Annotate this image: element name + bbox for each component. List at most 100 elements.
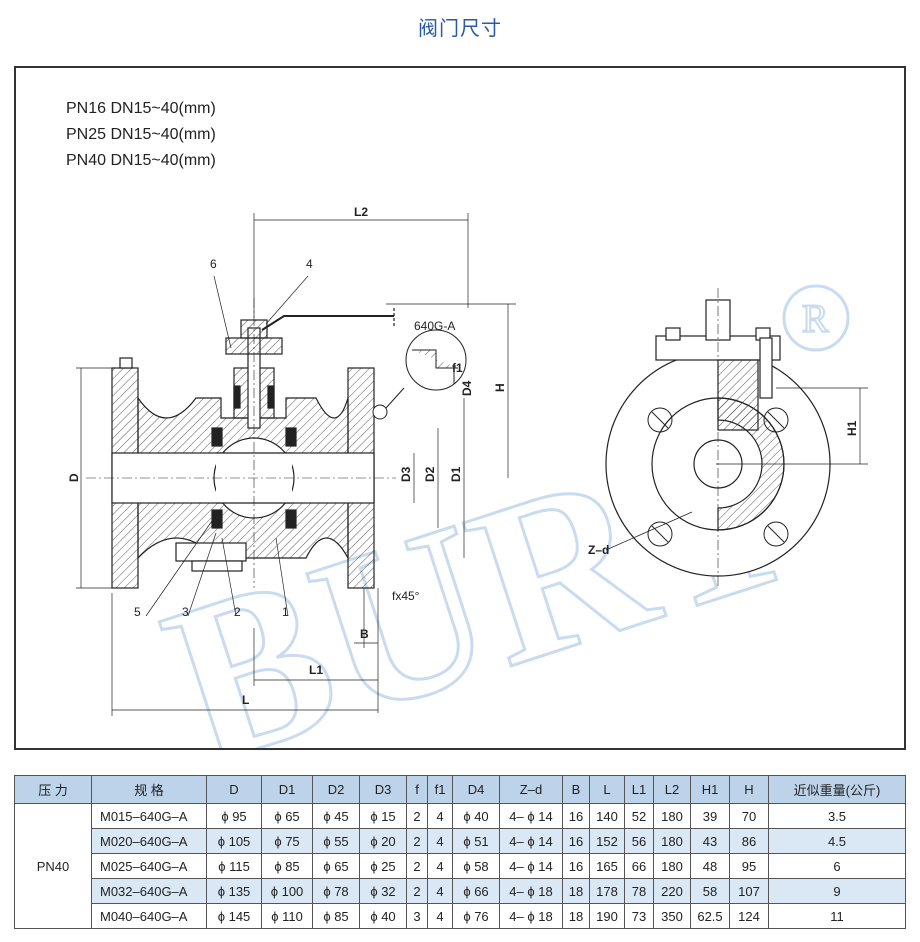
dim-label-D3: D3 [399,466,413,482]
table-cell: 350 [653,903,691,929]
table-cell: ϕ 135 [206,878,262,904]
dim-label-D1: D1 [449,466,463,482]
dim-label-H: H [493,383,507,392]
table-cell: 78 [624,878,654,904]
page-title: 阀门尺寸 [418,16,502,40]
table-cell: ϕ 40 [359,903,407,929]
pressure-cell: PN40 [14,803,92,929]
table-cell: 4– ϕ 14 [499,853,563,879]
table-cell: 39 [690,803,730,829]
table-cell: ϕ 66 [452,878,500,904]
table-cell: ϕ 145 [206,903,262,929]
table-cell: 220 [653,878,691,904]
column-header: B [562,775,590,804]
table-cell: 6 [768,853,906,879]
table-cell: 178 [589,878,625,904]
table-cell: 4 [427,853,453,879]
dim-label-fx45: fx45° [392,589,420,603]
table-cell: ϕ 115 [206,853,262,879]
column-header: L [589,775,625,804]
table-cell: 52 [624,803,654,829]
part-leaders [145,275,309,617]
spec-line: PN40 DN15~40(mm) [66,152,216,169]
table-cell: 16 [562,803,590,829]
table-cell: 62.5 [690,903,730,929]
table-cell: 70 [729,803,769,829]
table-cell: 107 [729,878,769,904]
table-cell: ϕ 20 [359,828,407,854]
dim-label-D: D [67,473,81,482]
part-number: 4 [306,257,313,271]
column-header: D1 [261,775,313,804]
table-cell: 4.5 [768,828,906,854]
table-cell: 2 [406,853,428,879]
table-cell: ϕ 58 [452,853,500,879]
table-cell: ϕ 105 [206,828,262,854]
table-cell: 66 [624,853,654,879]
column-header: D [206,775,262,804]
model-cell: M025–640G–A [91,853,207,879]
column-header: D3 [359,775,407,804]
table-cell: 165 [589,853,625,879]
table-cell: 140 [589,803,625,829]
valve-section-view [86,298,396,589]
part-number: 2 [234,605,241,619]
part-number: 5 [134,605,141,619]
svg-text:R: R [802,296,829,341]
table-cell: ϕ 100 [261,878,313,904]
table-cell: ϕ 95 [206,803,262,829]
table-cell: 180 [653,828,691,854]
dim-label-B: B [360,627,369,641]
column-header: f1 [427,775,453,804]
table-cell: ϕ 51 [452,828,500,854]
column-header: H1 [690,775,730,804]
table-cell: 58 [690,878,730,904]
table-cell: 4 [427,903,453,929]
table-cell: 16 [562,828,590,854]
detail-model-label: 640G-A [414,319,455,333]
table-cell: 3.5 [768,803,906,829]
table-cell: 152 [589,828,625,854]
model-cell: M032–640G–A [91,878,207,904]
dim-label-D2: D2 [423,466,437,482]
dim-label-L2: L2 [354,205,368,219]
dim-label-Zd: Z–d [588,543,609,557]
table-cell: 86 [729,828,769,854]
part-number: 1 [282,605,289,619]
valve-drawing: 640G-A f1 D4 L2 H D D3 D2 [67,205,868,716]
valve-side-view [605,288,868,588]
table-cell: 4– ϕ 14 [499,803,563,829]
table-cell: ϕ 25 [359,853,407,879]
table-cell: ϕ 110 [261,903,313,929]
table-cell: 18 [562,878,590,904]
column-header: 规 格 [91,775,207,804]
column-header: f [406,775,428,804]
table-cell: 43 [690,828,730,854]
part-number: 6 [210,257,217,271]
column-header: D4 [452,775,500,804]
table-cell: 124 [729,903,769,929]
table-cell: ϕ 45 [312,803,360,829]
dim-label-L: L [242,693,249,707]
dim-label-D4: D4 [460,380,474,396]
dim-label-H1: H1 [845,420,859,436]
table-cell: ϕ 55 [312,828,360,854]
spec-line: PN16 DN15~40(mm) [66,100,216,117]
column-header: D2 [312,775,360,804]
table-cell: 73 [624,903,654,929]
detail-callout [372,329,467,420]
column-header: 压 力 [14,775,92,804]
table-cell: 18 [562,903,590,929]
column-header: L2 [653,775,691,804]
table-cell: 16 [562,853,590,879]
table-cell: 56 [624,828,654,854]
table-header-row: 压 力 规 格 D D1 D2 D3 f f1 D4 Z–d B L L1 L2… [14,775,906,804]
table-cell: ϕ 40 [452,803,500,829]
table-cell: 190 [589,903,625,929]
technical-drawing-panel: BURY R PN16 DN15~40(mm) PN25 DN15~40(mm)… [14,66,906,750]
